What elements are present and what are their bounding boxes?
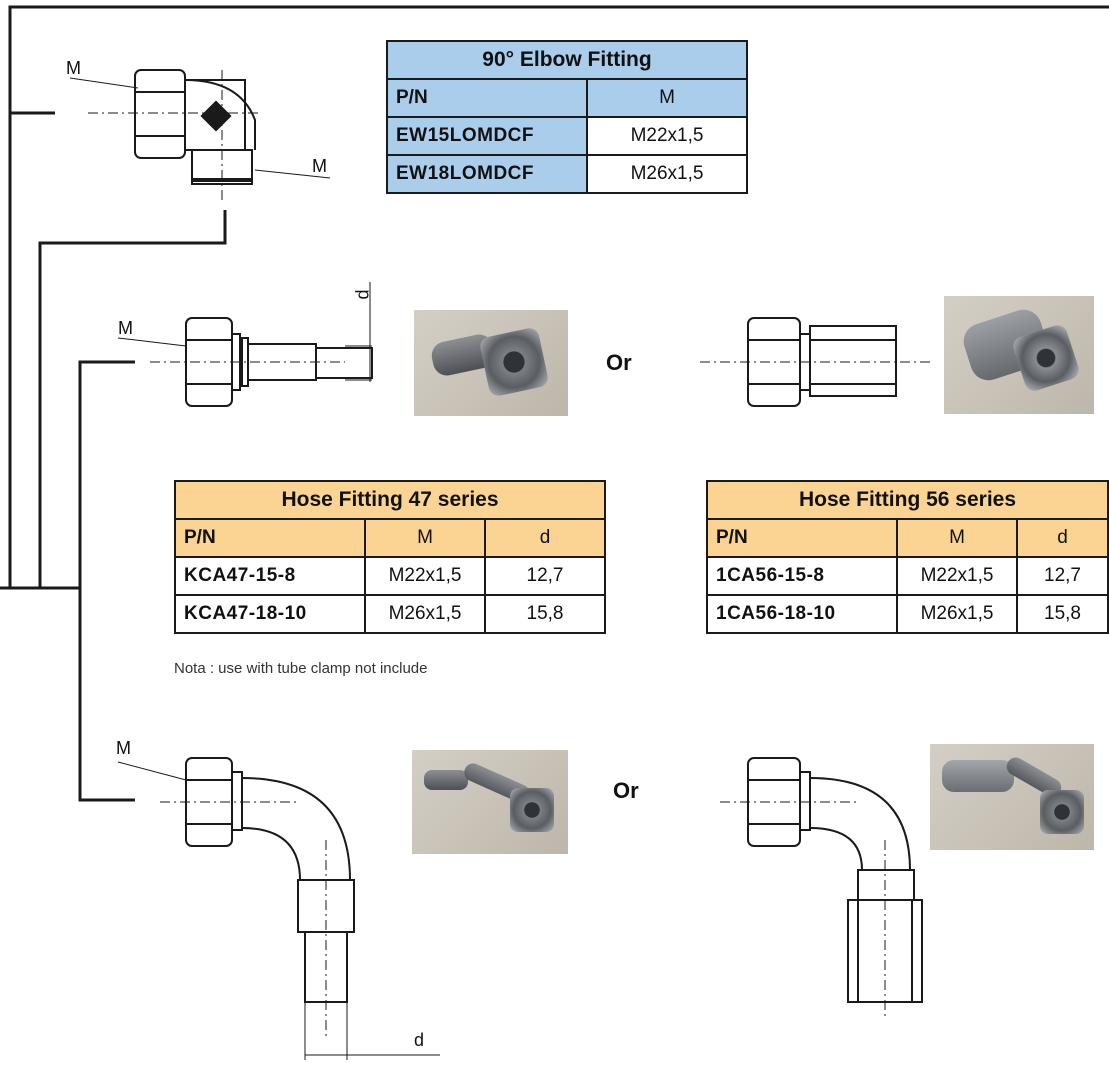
label-m-hose47: M	[118, 318, 133, 338]
frame-line	[8, 5, 1109, 588]
table-row: 1CA56-18-10 M26x1,5 15,8	[706, 594, 1109, 634]
hose-47-row-1-m: M22x1,5	[364, 556, 486, 596]
or-label-straight: Or	[606, 350, 632, 375]
hose-56-row-2-m: M26x1,5	[896, 594, 1018, 634]
hose-56-straight-drawing	[700, 317, 930, 407]
label-d-hose47: d	[352, 289, 373, 300]
hose-56-elbow-drawing	[720, 757, 923, 1020]
hose-56-header-m: M	[896, 518, 1018, 558]
elbow-row-2-m: M26x1,5	[586, 154, 748, 194]
hose-56-row-2-pn: 1CA56-18-10	[706, 594, 898, 634]
label-m-elbow-bottom: M	[312, 156, 327, 176]
hose-47-header-pn: P/N	[174, 518, 366, 558]
hose-47-header-m: M	[364, 518, 486, 558]
table-row: KCA47-15-8 M22x1,5 12,7	[174, 556, 606, 596]
branch-line-hose47-elbow	[78, 588, 135, 802]
table-row: KCA47-18-10 M26x1,5 15,8	[174, 594, 606, 634]
hose-56-straight-photo	[944, 296, 1094, 414]
elbow-table-header-pn: P/N	[386, 78, 588, 118]
elbow-row-1-pn: EW15LOMDCF	[386, 116, 588, 156]
elbow-row-1-m: M22x1,5	[586, 116, 748, 156]
hose-56-row-2-d: 15,8	[1016, 594, 1109, 634]
hose-47-row-2-pn: KCA47-18-10	[174, 594, 366, 634]
hose-47-table-title: Hose Fitting 47 series	[174, 480, 606, 520]
hose-47-elbow-drawing	[117, 757, 440, 1060]
elbow-table-header-m: M	[586, 78, 748, 118]
branch-line-hose47	[78, 360, 135, 588]
hose-47-row-2-d: 15,8	[484, 594, 606, 634]
hose-47-row-2-m: M26x1,5	[364, 594, 486, 634]
hose-47-table: Hose Fitting 47 series P/N M d KCA47-15-…	[174, 480, 606, 634]
hose-47-straight-drawing	[117, 282, 373, 407]
hose-47-row-1-d: 12,7	[484, 556, 606, 596]
hose-56-table-title: Hose Fitting 56 series	[706, 480, 1109, 520]
elbow-table-title: 90° Elbow Fitting	[386, 40, 748, 80]
hose-56-header-d: d	[1016, 518, 1109, 558]
label-m-elbow-top: M	[66, 58, 81, 78]
branch-line-elbow-lower	[38, 210, 227, 588]
hose-56-row-1-pn: 1CA56-15-8	[706, 556, 898, 596]
hose-47-straight-photo	[414, 310, 568, 416]
hose-56-header-pn: P/N	[706, 518, 898, 558]
hose-47-row-1-pn: KCA47-15-8	[174, 556, 366, 596]
table-row: EW15LOMDCF M22x1,5	[386, 116, 748, 156]
elbow-fitting-table: 90° Elbow Fitting P/N M EW15LOMDCF M22x1…	[386, 40, 748, 194]
hose-47-note: Nota : use with tube clamp not include	[174, 660, 428, 677]
elbow-row-2-pn: EW18LOMDCF	[386, 154, 588, 194]
hose-56-row-1-m: M22x1,5	[896, 556, 1018, 596]
or-label-elbow: Or	[613, 778, 639, 803]
table-row: EW18LOMDCF M26x1,5	[386, 154, 748, 194]
hose-47-elbow-photo	[412, 750, 568, 854]
hose-56-row-1-d: 12,7	[1016, 556, 1109, 596]
label-d-hose47-elbow: d	[414, 1030, 425, 1050]
label-m-hose47-elbow: M	[116, 738, 131, 758]
hose-56-table: Hose Fitting 56 series P/N M d 1CA56-15-…	[706, 480, 1109, 634]
table-row: 1CA56-15-8 M22x1,5 12,7	[706, 556, 1109, 596]
elbow-fitting-drawing	[69, 69, 331, 200]
hose-47-header-d: d	[484, 518, 606, 558]
hose-56-elbow-photo	[930, 744, 1094, 850]
